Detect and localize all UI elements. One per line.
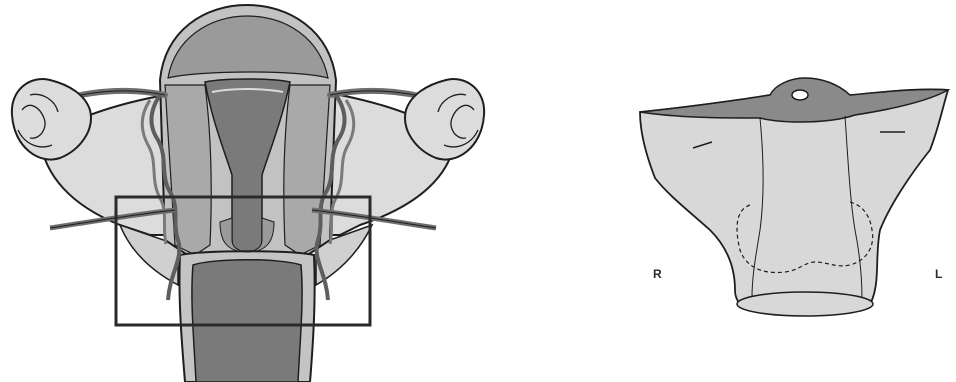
vaginal-lumen (192, 260, 302, 382)
cervical-os (792, 90, 808, 100)
specimen-body (640, 89, 948, 314)
specimen-base (737, 292, 873, 316)
uterus-anatomy-illustration (12, 5, 484, 382)
label-right-side: R (653, 268, 662, 280)
label-left-side: L (935, 268, 942, 280)
resected-specimen-outline (640, 78, 948, 316)
